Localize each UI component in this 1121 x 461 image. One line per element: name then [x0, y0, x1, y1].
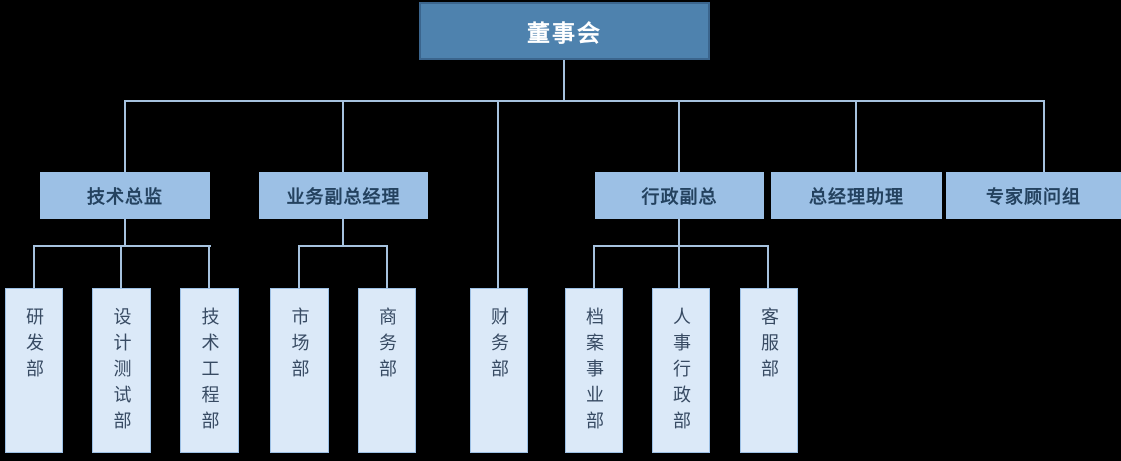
- connector-line: [563, 60, 565, 101]
- connector-line: [208, 246, 210, 288]
- node-rd-dept-label: 研发部: [24, 307, 44, 385]
- node-marketing-dept-label: 市场部: [289, 307, 310, 385]
- node-rd-dept[interactable]: 研发部: [5, 288, 63, 453]
- connector-line: [678, 219, 680, 246]
- node-hr-admin-dept-label: 人事行政部: [671, 307, 691, 437]
- node-board[interactable]: 董事会: [419, 2, 710, 60]
- node-tech-director-label: 技术总监: [87, 186, 163, 207]
- connector-line: [497, 101, 499, 288]
- node-archives-dept-label: 档案事业部: [584, 307, 604, 437]
- node-design-test-dept[interactable]: 设计测试部: [92, 288, 151, 453]
- node-design-test-dept-label: 设计测试部: [111, 307, 132, 437]
- connector-line: [33, 245, 211, 247]
- node-business-vp[interactable]: 业务副总经理: [259, 172, 428, 219]
- connector-line: [298, 245, 388, 247]
- node-finance-dept[interactable]: 财务部: [470, 288, 528, 453]
- node-gm-assistant[interactable]: 总经理助理: [771, 172, 942, 219]
- node-commerce-dept-label: 商务部: [377, 307, 397, 385]
- node-business-vp-label: 业务副总经理: [286, 186, 401, 207]
- node-finance-dept-label: 财务部: [489, 307, 509, 385]
- node-admin-vp[interactable]: 行政副总: [595, 172, 764, 219]
- node-tech-eng-dept-label: 技术工程部: [199, 307, 220, 437]
- node-admin-vp-label: 行政副总: [641, 186, 718, 207]
- node-tech-eng-dept[interactable]: 技术工程部: [180, 288, 239, 453]
- connector-line: [593, 246, 595, 288]
- connector-line: [386, 246, 388, 288]
- node-board-label: 董事会: [527, 20, 602, 46]
- connector-line: [33, 246, 35, 288]
- connector-line: [678, 101, 680, 172]
- node-archives-dept[interactable]: 档案事业部: [565, 288, 623, 453]
- connector-line: [342, 101, 344, 172]
- connector-line: [342, 219, 344, 246]
- connector-line: [593, 245, 769, 247]
- node-gm-assistant-label: 总经理助理: [809, 186, 904, 207]
- connector-line: [678, 246, 680, 288]
- node-expert-group[interactable]: 专家顾问组: [946, 172, 1121, 219]
- connector-line: [120, 246, 122, 288]
- node-marketing-dept[interactable]: 市场部: [270, 288, 329, 453]
- connector-line: [124, 219, 126, 246]
- node-commerce-dept[interactable]: 商务部: [358, 288, 416, 453]
- node-expert-group-label: 专家顾问组: [986, 186, 1081, 207]
- connector-line: [298, 246, 300, 288]
- connector-line: [124, 100, 1045, 102]
- connector-line: [1043, 101, 1045, 172]
- connector-line: [855, 101, 857, 172]
- node-customer-service-dept[interactable]: 客服部: [740, 288, 798, 453]
- node-customer-service-dept-label: 客服部: [759, 307, 779, 385]
- node-hr-admin-dept[interactable]: 人事行政部: [652, 288, 710, 453]
- connector-line: [767, 246, 769, 288]
- node-tech-director[interactable]: 技术总监: [40, 172, 210, 219]
- connector-line: [124, 101, 126, 172]
